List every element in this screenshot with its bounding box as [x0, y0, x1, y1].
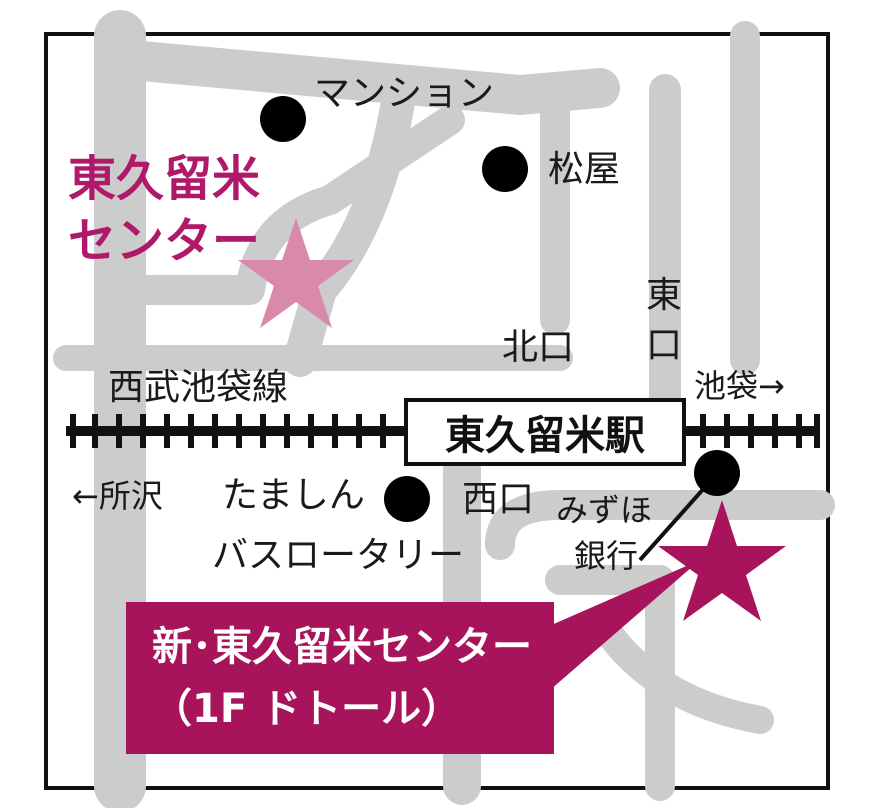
old-center-label-line1: 東久留米	[68, 151, 261, 207]
callout-pointer	[540, 560, 700, 690]
station-name: 東久留米駅	[445, 413, 645, 459]
matsuya-label: 松屋	[548, 149, 621, 190]
exit-east-label-2: 口	[646, 325, 683, 366]
old-center-label: 東久留米 センター	[68, 148, 260, 272]
new-center-callout: 新･東久留米センター （1F ドトール）	[126, 602, 554, 754]
road-left-loop	[105, 105, 465, 305]
mansion-dot-icon	[260, 96, 306, 142]
mizuho-leader-line	[638, 484, 708, 562]
matsuya-dot-icon	[482, 146, 528, 192]
new-center-title: 新･東久留米センター	[152, 624, 532, 670]
exit-west-label: 西口	[462, 479, 535, 520]
exit-north-label: 北口	[502, 327, 575, 368]
tamashin-label: たましん	[222, 475, 365, 516]
mizuho-dot-icon	[694, 450, 740, 496]
road-south-loop	[485, 490, 835, 560]
old-center-star-icon	[238, 218, 354, 328]
new-center-star-icon	[658, 500, 786, 621]
direction-left-label: ←所沢	[72, 477, 163, 515]
railway-name-label: 西武池袋線	[108, 367, 289, 408]
mansion-label: マンション	[314, 73, 495, 114]
old-center-label-line2: センター	[68, 213, 261, 269]
railway-ties	[70, 414, 820, 448]
direction-right-label: 池袋→	[694, 367, 785, 405]
road-south-curve	[586, 606, 774, 734]
railway	[66, 414, 820, 448]
mizuho-label-2: 銀行	[574, 537, 639, 575]
mizuho-label-1: みずほ	[556, 491, 653, 529]
road-top-diagonal	[110, 40, 620, 115]
exit-east-label-1: 東	[646, 275, 683, 316]
tamashin-dot-icon	[384, 476, 430, 522]
station-name-box: 東久留米駅	[404, 398, 686, 466]
new-center-subtitle: （1F ドトール）	[152, 686, 462, 732]
road-curve-mid	[283, 73, 417, 377]
bus-rotary-label: バスロータリー	[212, 535, 465, 576]
